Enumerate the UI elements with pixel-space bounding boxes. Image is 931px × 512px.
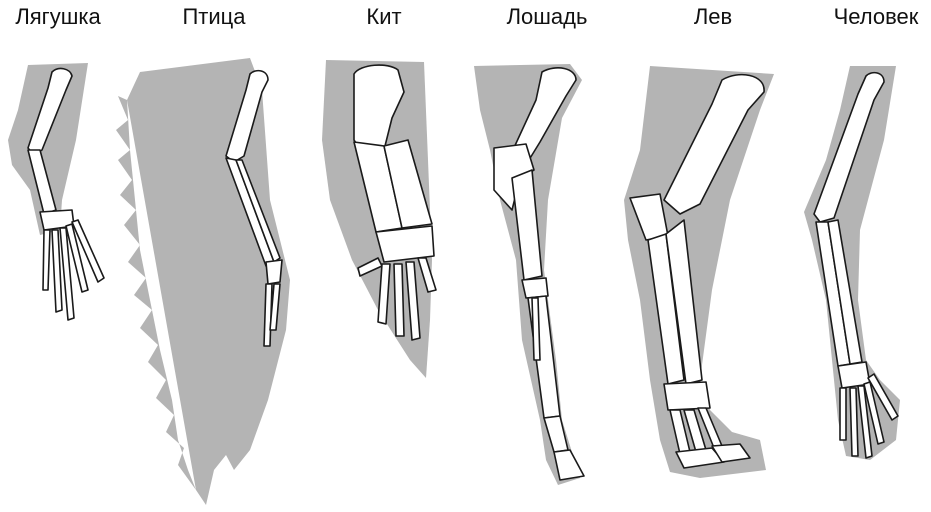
bird-wing <box>116 58 290 505</box>
lion-leg <box>624 66 774 478</box>
horse-leg <box>474 64 584 485</box>
frog-limb <box>8 63 104 320</box>
whale-flipper <box>322 60 436 378</box>
human-arm <box>804 66 900 460</box>
